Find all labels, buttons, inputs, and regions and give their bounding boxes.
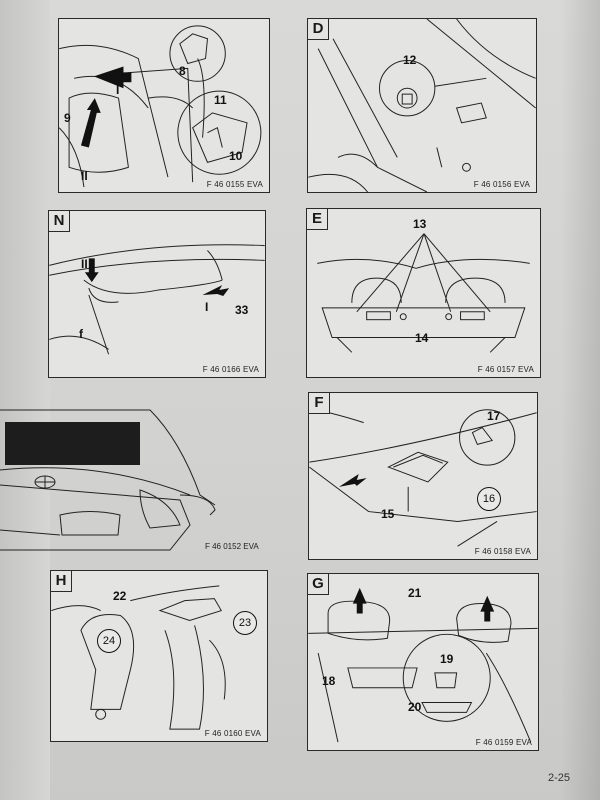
figure-code: F 46 0156 EVA xyxy=(473,180,530,189)
callout-f: f xyxy=(79,327,83,341)
callout-I: I xyxy=(116,83,120,97)
callout-19: 19 xyxy=(440,652,454,666)
illustration-seat-belt xyxy=(51,585,226,730)
figure-code: F 46 0160 EVA xyxy=(204,729,261,738)
callout-21: 21 xyxy=(408,586,422,600)
arrow-up-icon xyxy=(480,595,495,622)
callout-I: I xyxy=(205,300,209,314)
callout-33: 33 xyxy=(235,303,249,317)
panel-letter: D xyxy=(308,19,329,40)
arrow-up-icon xyxy=(352,587,367,614)
callout-24: 24 xyxy=(97,629,121,653)
page-shadow xyxy=(0,0,50,800)
arrow-down-icon xyxy=(84,258,99,283)
panel-letter: H xyxy=(51,571,72,592)
callout-10: 10 xyxy=(229,149,243,163)
panel-E: E 13 14 F 46 0157 EVA xyxy=(306,208,541,378)
panel-F: F 17 15 16 F 46 0158 EVA xyxy=(308,392,538,560)
illustration-parcel-shelf xyxy=(309,409,537,547)
panel-G: G 21 19 18 20 F 46 0159 EVA xyxy=(307,573,539,751)
panel-car: F 46 0152 EVA xyxy=(0,400,270,555)
callout-II: II xyxy=(81,169,88,183)
panel-letter: E xyxy=(307,209,328,230)
panel-N: N II f I 33 F 46 0166 EVA xyxy=(48,210,266,378)
panel-letter: N xyxy=(49,211,70,232)
figure-code: F 46 0157 EVA xyxy=(477,365,534,374)
panel-top-left: 8 I 9 II 11 10 F 46 0155 EVA xyxy=(58,18,270,193)
panel-letter: G xyxy=(308,574,329,595)
callout-11: 11 xyxy=(214,93,227,107)
arrow-left-down-icon xyxy=(339,474,367,487)
page-number: 2-25 xyxy=(547,772,570,784)
rear-window xyxy=(5,422,140,465)
callout-II: II xyxy=(81,257,88,271)
callout-23: 23 xyxy=(233,611,257,635)
callout-14: 14 xyxy=(415,331,429,345)
callout-20: 20 xyxy=(408,700,422,714)
figure-code: F 46 0152 EVA xyxy=(205,542,259,551)
panel-H: H 22 24 23 F 46 0160 EVA xyxy=(50,570,268,742)
arrow-I-icon xyxy=(93,66,132,89)
callout-8: 8 xyxy=(179,64,186,78)
logo-cross xyxy=(35,476,55,488)
figure-code: F 46 0158 EVA xyxy=(474,547,531,556)
panel-D: D 12 F 46 0156 EVA xyxy=(307,18,537,193)
illustration-car-rear xyxy=(0,409,216,551)
callout-18: 18 xyxy=(322,674,336,688)
illustration-trunk-floor xyxy=(308,19,536,192)
figure-code: F 46 0155 EVA xyxy=(206,180,263,189)
callout-12: 12 xyxy=(403,53,417,67)
illustration-headrests xyxy=(308,587,538,743)
callout-22: 22 xyxy=(113,589,127,603)
panel-letter: F xyxy=(309,393,330,414)
callout-13: 13 xyxy=(413,217,427,231)
illustration-rear-shelf xyxy=(317,233,530,353)
callout-15: 15 xyxy=(381,507,395,521)
arrow-II-icon xyxy=(80,98,101,148)
illustration-seal-strip xyxy=(49,244,265,355)
callout-16: 16 xyxy=(477,487,501,511)
page-curl-shadow xyxy=(560,0,600,800)
callout-9: 9 xyxy=(64,111,71,125)
arrow-right-icon xyxy=(202,285,230,296)
figure-code: F 46 0166 EVA xyxy=(202,365,259,374)
figure-code: F 46 0159 EVA xyxy=(475,738,532,747)
illustration-trunk-lining xyxy=(59,25,262,188)
callout-17: 17 xyxy=(487,409,501,423)
